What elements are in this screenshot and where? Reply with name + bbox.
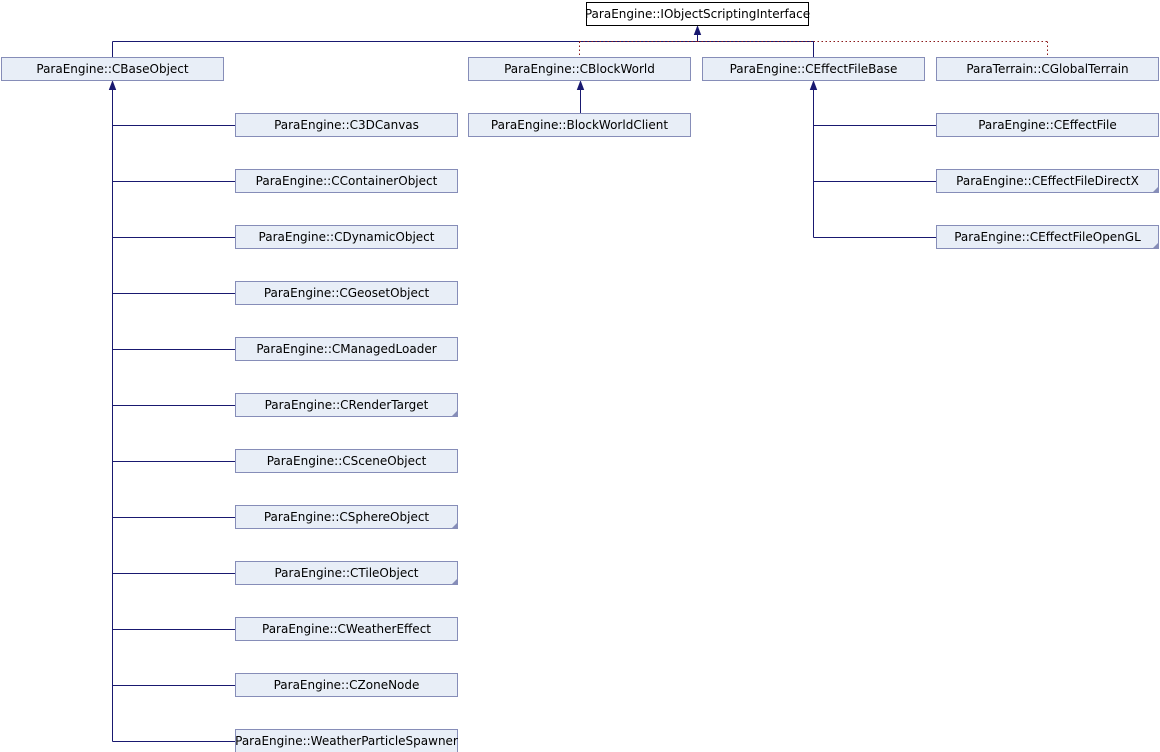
class-name-label: ParaEngine::CSphereObject xyxy=(264,510,430,524)
folded-corner-icon xyxy=(452,579,457,584)
class-box xyxy=(235,449,458,473)
class-node-ccontainer-object[interactable]: ParaEngine::CContainerObject xyxy=(235,169,458,193)
class-box xyxy=(235,729,458,752)
class-box xyxy=(235,561,458,585)
class-box xyxy=(235,617,458,641)
class-box xyxy=(235,393,458,417)
class-box xyxy=(235,505,458,529)
class-node-cglobal-terrain[interactable]: ParaTerrain::CGlobalTerrain xyxy=(936,57,1159,81)
class-name-label: ParaTerrain::CGlobalTerrain xyxy=(966,62,1128,76)
class-name-label: ParaEngine::CZoneNode xyxy=(274,678,420,692)
class-name-label: ParaEngine::CBlockWorld xyxy=(504,62,655,76)
class-box xyxy=(1,57,224,81)
class-name-label: ParaEngine::CRenderTarget xyxy=(265,398,429,412)
class-node-block-world-client[interactable]: ParaEngine::BlockWorldClient xyxy=(468,113,691,137)
class-name-label: ParaEngine::CWeatherEffect xyxy=(262,622,431,636)
class-name-label: ParaEngine::CSceneObject xyxy=(267,454,427,468)
class-box xyxy=(235,113,458,137)
class-node-ceffect-file-direct-x[interactable]: ParaEngine::CEffectFileDirectX xyxy=(936,169,1159,193)
folded-corner-icon xyxy=(452,411,457,416)
class-name-label: ParaEngine::CTileObject xyxy=(274,566,418,580)
class-node-cweather-effect[interactable]: ParaEngine::CWeatherEffect xyxy=(235,617,458,641)
class-name-label: ParaEngine::CManagedLoader xyxy=(256,342,436,356)
inheritance-arrow-icon xyxy=(693,25,702,35)
class-name-label: ParaEngine::CGeosetObject xyxy=(264,286,430,300)
class-box xyxy=(702,57,925,81)
class-name-label: ParaEngine::WeatherParticleSpawner xyxy=(235,734,458,748)
class-box xyxy=(235,281,458,305)
class-node-cscene-object[interactable]: ParaEngine::CSceneObject xyxy=(235,449,458,473)
edges-layer xyxy=(108,25,1048,742)
class-name-label: ParaEngine::CEffectFileBase xyxy=(730,62,898,76)
class-node-c3-dcanvas[interactable]: ParaEngine::C3DCanvas xyxy=(235,113,458,137)
class-node-ctile-object[interactable]: ParaEngine::CTileObject xyxy=(235,561,458,585)
class-box xyxy=(936,169,1159,193)
inheritance-arrow-icon xyxy=(108,80,117,90)
class-box xyxy=(235,673,458,697)
class-name-label: ParaEngine::CEffectFileOpenGL xyxy=(954,230,1141,244)
class-node-csphere-object[interactable]: ParaEngine::CSphereObject xyxy=(235,505,458,529)
class-node-cblock-world[interactable]: ParaEngine::CBlockWorld xyxy=(468,57,691,81)
class-name-label: ParaEngine::CEffectFileDirectX xyxy=(956,174,1139,188)
class-node-iobject-scripting-interface[interactable]: ParaEngine::IObjectScriptingInterface xyxy=(585,2,810,26)
class-node-cbase-object[interactable]: ParaEngine::CBaseObject xyxy=(1,57,224,81)
class-node-ceffect-file[interactable]: ParaEngine::CEffectFile xyxy=(936,113,1159,137)
class-box xyxy=(235,337,458,361)
class-node-cmanaged-loader[interactable]: ParaEngine::CManagedLoader xyxy=(235,337,458,361)
class-box xyxy=(586,2,809,26)
folded-corner-icon xyxy=(452,523,457,528)
class-node-weather-particle-spawner[interactable]: ParaEngine::WeatherParticleSpawner xyxy=(235,729,458,752)
class-box xyxy=(468,57,691,81)
inheritance-arrow-icon xyxy=(809,80,818,90)
class-name-label: ParaEngine::CBaseObject xyxy=(36,62,189,76)
class-node-cgeoset-object[interactable]: ParaEngine::CGeosetObject xyxy=(235,281,458,305)
class-node-cdynamic-object[interactable]: ParaEngine::CDynamicObject xyxy=(235,225,458,249)
class-box xyxy=(936,113,1159,137)
class-node-ceffect-file-open-gl[interactable]: ParaEngine::CEffectFileOpenGL xyxy=(936,225,1159,249)
class-box xyxy=(235,169,458,193)
class-name-label: ParaEngine::C3DCanvas xyxy=(274,118,419,132)
class-box xyxy=(235,225,458,249)
class-name-label: ParaEngine::BlockWorldClient xyxy=(491,118,668,132)
class-node-czone-node[interactable]: ParaEngine::CZoneNode xyxy=(235,673,458,697)
class-box xyxy=(936,225,1159,249)
inheritance-arrow-icon xyxy=(576,80,585,90)
class-box xyxy=(468,113,691,137)
folded-corner-icon xyxy=(1153,243,1158,248)
class-name-label: ParaEngine::CEffectFile xyxy=(978,118,1117,132)
class-node-ceffect-file-base[interactable]: ParaEngine::CEffectFileBase xyxy=(702,57,925,81)
class-node-crender-target[interactable]: ParaEngine::CRenderTarget xyxy=(235,393,458,417)
class-name-label: ParaEngine::CContainerObject xyxy=(256,174,438,188)
class-box xyxy=(936,57,1159,81)
class-name-label: ParaEngine::CDynamicObject xyxy=(259,230,435,244)
class-name-label: ParaEngine::IObjectScriptingInterface xyxy=(585,7,810,21)
folded-corner-icon xyxy=(1153,187,1158,192)
